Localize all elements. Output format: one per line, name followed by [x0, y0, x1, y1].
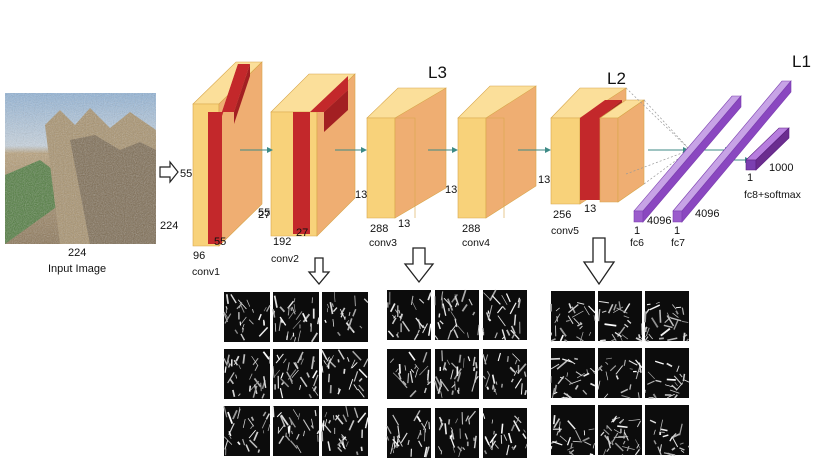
fc6-bar — [633, 95, 742, 223]
tag-l3: L3 — [428, 63, 447, 82]
fc7-bar — [672, 80, 792, 223]
fc8-bar — [745, 127, 790, 171]
fc8-name: fc8+softmax — [744, 189, 802, 201]
conv4-block — [457, 85, 537, 219]
feature-map-thumbnail — [223, 292, 271, 342]
conv4-name: conv4 — [462, 237, 490, 249]
input-height-label: 224 — [160, 220, 178, 232]
conv1-depth: 96 — [193, 250, 205, 262]
feature-map-thumbnail — [550, 348, 596, 399]
projection-lines — [625, 87, 691, 185]
input-image — [5, 93, 156, 244]
conv2-name: conv2 — [271, 253, 299, 265]
feature-map-grid-2 — [386, 289, 528, 458]
feature-map-grid-1 — [223, 291, 369, 456]
feature-map-thumbnail — [597, 291, 643, 342]
conv1-size-c: 55 — [214, 236, 226, 248]
conv5-size-b: 13 — [584, 203, 596, 215]
feature-map-thumbnail — [550, 405, 595, 456]
input-caption: Input Image — [48, 263, 106, 275]
fc6-width: 1 — [634, 225, 640, 237]
conv1-size-b: 55 — [258, 207, 270, 219]
conv4-size-a: 13 — [445, 184, 457, 196]
conv5-depth: 256 — [553, 209, 571, 221]
down-arrow-conv1 — [307, 257, 331, 286]
feature-map-thumbnail — [387, 290, 432, 340]
fc8-width: 1 — [747, 172, 753, 184]
feature-map-thumbnail — [644, 348, 690, 399]
conv1-block — [192, 61, 263, 247]
feature-map-grids — [223, 289, 690, 458]
down-arrow-conv5 — [582, 237, 616, 286]
down-arrow-conv3 — [403, 247, 435, 284]
conv3-name: conv3 — [369, 237, 397, 249]
input-arrow — [159, 160, 179, 184]
feature-map-thumbnail — [598, 405, 642, 456]
conv1-size-a: 55 — [180, 168, 192, 180]
conv4-depth: 288 — [462, 223, 480, 235]
fc6-name: fc6 — [630, 237, 644, 249]
input-width-label: 224 — [68, 247, 86, 259]
feature-map-thumbnail — [272, 292, 320, 343]
conv2-block — [270, 73, 356, 237]
conv3-block — [366, 87, 447, 219]
conv2-size-b: 27 — [258, 209, 270, 221]
feature-map-grid-3 — [550, 291, 690, 456]
feature-map-thumbnail — [272, 406, 320, 456]
feature-map-thumbnail — [434, 349, 479, 399]
feature-map-thumbnail — [550, 291, 596, 342]
feature-map-thumbnail — [223, 406, 271, 456]
feature-map-thumbnail — [645, 405, 690, 456]
feature-map-thumbnail — [321, 405, 369, 456]
down-arrows — [307, 237, 616, 286]
feature-map-thumbnail — [435, 408, 479, 458]
fc7-name: fc7 — [671, 237, 685, 249]
feature-map-thumbnail — [434, 289, 480, 340]
conv5-name: conv5 — [551, 225, 579, 237]
conv3-depth: 288 — [370, 223, 388, 235]
feature-map-thumbnail — [482, 349, 527, 399]
tag-l2: L2 — [607, 69, 626, 88]
fc7-width: 1 — [674, 225, 680, 237]
conv2-depth: 192 — [273, 236, 291, 248]
feature-map-thumbnail — [387, 349, 432, 399]
conv3-size-a: 13 — [355, 189, 367, 201]
feature-map-thumbnail — [644, 291, 689, 342]
feature-map-thumbnail — [272, 349, 319, 399]
feature-map-thumbnail — [321, 349, 369, 399]
feature-map-thumbnail — [386, 408, 431, 458]
tag-l1: L1 — [792, 52, 811, 71]
feature-map-thumbnail — [482, 289, 527, 341]
conv1-name: conv1 — [192, 266, 220, 278]
feature-map-thumbnail — [597, 348, 643, 399]
feature-map-thumbnail — [322, 291, 369, 342]
fc8-units: 1000 — [769, 162, 793, 174]
conv2-size-a: 27 — [296, 227, 308, 239]
feature-map-thumbnail — [223, 349, 270, 399]
conv3-size-b: 13 — [398, 218, 410, 230]
fc6-units: 4096 — [647, 215, 671, 227]
conv5-size-a: 13 — [538, 174, 550, 186]
fc7-units: 4096 — [695, 208, 719, 220]
feature-map-thumbnail — [482, 408, 528, 458]
conv5-block — [550, 87, 645, 205]
